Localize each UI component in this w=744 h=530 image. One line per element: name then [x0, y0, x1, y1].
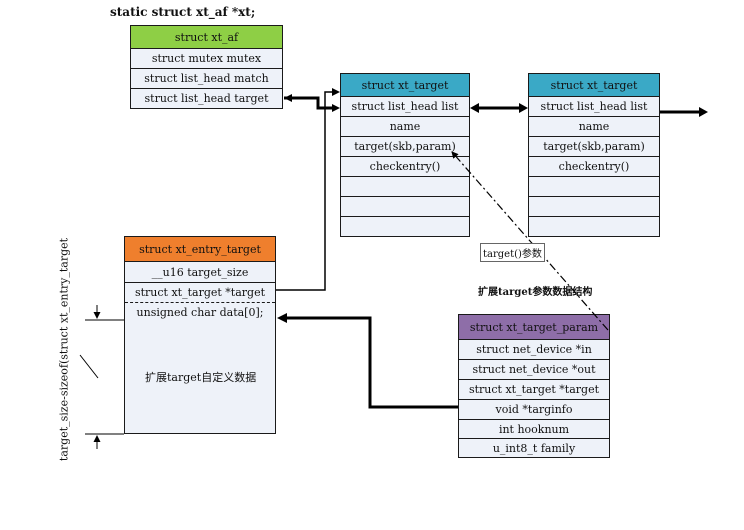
xt-target-1-header: struct xt_target — [341, 74, 469, 96]
size-label: target_size-sizeof(struct xt_entry_targe… — [57, 237, 71, 462]
xt-target-2-field-list: struct list_head list — [529, 96, 659, 116]
xt-target-2-field-target-fn: target(skb,param) — [529, 136, 659, 156]
xt-target-box-2: struct xt_target struct list_head list n… — [528, 73, 660, 237]
xt-entry-target-field-size: __u16 target_size — [125, 261, 275, 282]
entry-target-ptr-link — [276, 91, 332, 291]
target-list-arrow-right — [519, 103, 528, 113]
connector-lines — [79, 88, 708, 449]
xt-af-field-mutex: struct mutex mutex — [131, 48, 282, 68]
af-target-list-arrow-right — [332, 104, 340, 112]
xt-target-param-field-in: struct net_device *in — [459, 339, 609, 359]
target-list-arrow-left — [470, 103, 479, 113]
xt-target-param-header: struct xt_target_param — [459, 315, 609, 339]
xt-entry-target-box: struct xt_entry_target __u16 target_size… — [124, 236, 276, 434]
xt-target-1-field-name: name — [341, 116, 469, 136]
targinfo-link — [286, 316, 458, 409]
xt-target-1-field-target-fn: target(skb,param) — [341, 136, 469, 156]
size-leader-line — [79, 354, 99, 379]
xt-target-2-field-empty — [529, 196, 659, 216]
targinfo-arrow — [277, 313, 287, 323]
xt-target-param-field-target: struct xt_target *target — [459, 379, 609, 399]
xt-target-param-field-hooknum: int hooknum — [459, 419, 609, 438]
xt-target-1-field-list: struct list_head list — [341, 96, 469, 116]
xt-af-header: struct xt_af — [131, 26, 282, 48]
xt-target-1-field-empty — [341, 176, 469, 196]
xt-af-field-match: struct list_head match — [131, 68, 282, 88]
xt-target-2-field-checkentry: checkentry() — [529, 156, 659, 176]
xt-af-field-target: struct list_head target — [131, 88, 282, 108]
xt-target-1-field-empty — [341, 196, 469, 216]
xt-target-2-header: struct xt_target — [529, 74, 659, 96]
xt-target-2-field-empty — [529, 216, 659, 236]
xt-target-1-field-checkentry: checkentry() — [341, 156, 469, 176]
xt-target-2-field-name: name — [529, 116, 659, 136]
xt-entry-target-field-target-ptr: struct xt_target *target — [125, 282, 275, 302]
xt-target-2-field-empty — [529, 176, 659, 196]
xt-target-box-1: struct xt_target struct list_head list n… — [340, 73, 470, 237]
xt-target-1-field-empty — [341, 216, 469, 236]
xt-entry-target-custom-data: 扩展target自定义数据 — [125, 322, 275, 433]
xt-af-box: struct xt_af struct mutex mutex struct l… — [130, 25, 283, 109]
xt-entry-target-header: struct xt_entry_target — [125, 237, 275, 261]
xt-target-param-field-targinfo: void *targinfo — [459, 399, 609, 419]
xt-target-param-field-out: struct net_device *out — [459, 359, 609, 379]
entry-target-ptr-arrow — [332, 88, 340, 96]
diagram-title: static struct xt_af *xt; — [110, 5, 256, 19]
target-param-label: target()参数 — [480, 243, 545, 262]
param-struct-label: 扩展target参数数据结构 — [478, 287, 593, 298]
xt-target-param-box: struct xt_target_param struct net_device… — [458, 314, 610, 458]
param-to-target-fn-link — [451, 151, 609, 331]
af-target-list-arrow-left — [284, 94, 292, 102]
target-next-arrow — [699, 107, 708, 117]
xt-entry-target-field-data: unsigned char data[0]; — [125, 302, 275, 322]
xt-target-param-field-family: u_int8_t family — [459, 438, 609, 457]
